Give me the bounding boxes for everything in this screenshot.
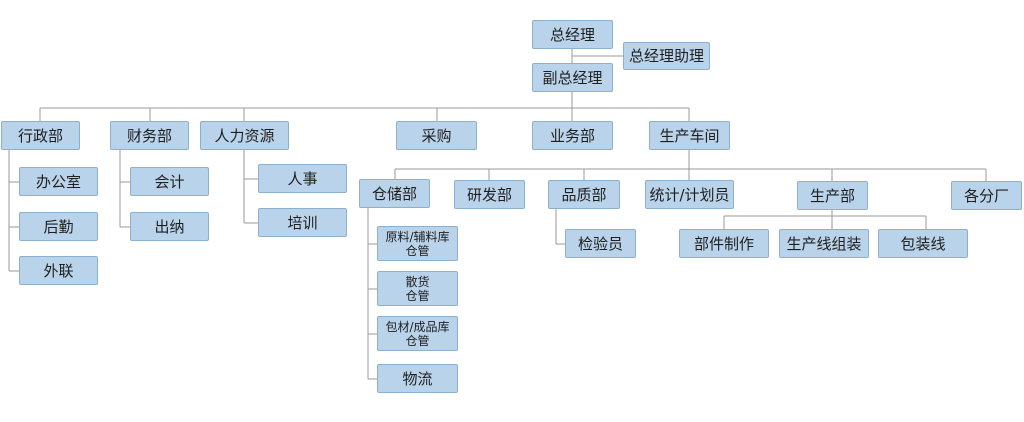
node-quality: 品质部 [548, 180, 620, 209]
node-personnel: 人事 [258, 164, 347, 193]
node-finance-dept: 财务部 [110, 121, 189, 150]
node-training: 培训 [258, 208, 347, 237]
node-sales-dept: 业务部 [532, 121, 613, 150]
node-deputy-gm: 副总经理 [532, 63, 613, 92]
node-statistics-planner: 统计/计划员 [645, 180, 734, 209]
node-hr-dept: 人力资源 [200, 121, 289, 150]
node-office: 办公室 [19, 167, 98, 196]
node-production-dept: 生产部 [797, 181, 868, 210]
node-warehouse: 仓储部 [359, 179, 430, 208]
node-gm-assistant: 总经理助理 [623, 42, 710, 70]
node-external-relations: 外联 [19, 256, 98, 285]
node-bulk-goods-warehouse: 散货 仓管 [377, 271, 458, 306]
node-assembly-line: 生产线组装 [779, 229, 869, 258]
node-cashier: 出纳 [130, 212, 209, 241]
node-parts-making: 部件制作 [679, 229, 769, 258]
node-raw-material-warehouse: 原料/辅料库 仓管 [377, 226, 458, 261]
node-logistics-support: 后勤 [19, 212, 98, 241]
node-rnd: 研发部 [454, 180, 525, 209]
node-packaging-finished-warehouse: 包材/成品库 仓管 [377, 316, 458, 351]
node-general-manager: 总经理 [532, 20, 613, 49]
node-production-workshop: 生产车间 [649, 121, 730, 150]
node-inspector: 检验员 [565, 229, 636, 258]
node-logistics: 物流 [377, 364, 458, 393]
node-branch-factories: 各分厂 [951, 181, 1022, 210]
node-packaging-line: 包装线 [878, 229, 968, 258]
node-accounting: 会计 [130, 167, 209, 196]
node-admin-dept: 行政部 [1, 121, 80, 150]
node-purchasing-dept: 采购 [396, 121, 477, 150]
